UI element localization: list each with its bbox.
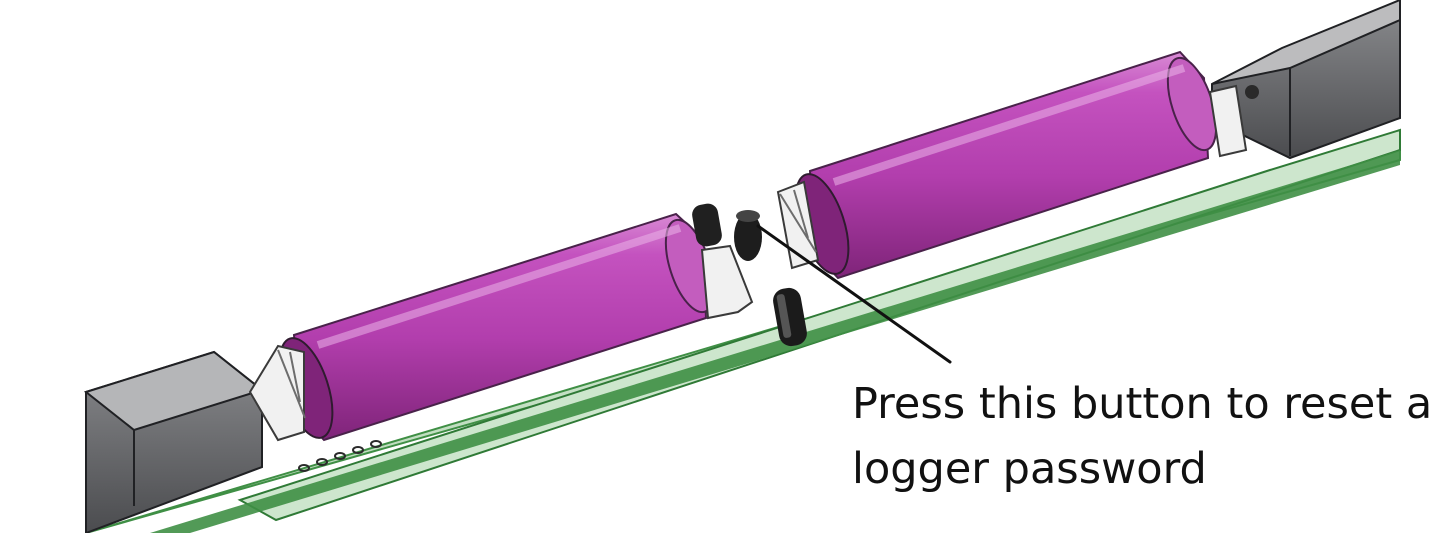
callout-text-line-2: logger password <box>852 444 1207 494</box>
circuit-board <box>85 128 1401 533</box>
reset-button-icon <box>773 287 807 347</box>
callout-leader-icon <box>756 224 952 364</box>
battery-cell-right-icon <box>794 50 1218 280</box>
board-edge <box>150 150 1400 533</box>
solder-pads <box>298 440 382 472</box>
battery-holders <box>248 84 1248 442</box>
board-components <box>298 203 807 472</box>
callout-text-line-1: Press this button to reset a <box>852 379 1433 429</box>
battery-cell-left-icon <box>278 212 716 442</box>
